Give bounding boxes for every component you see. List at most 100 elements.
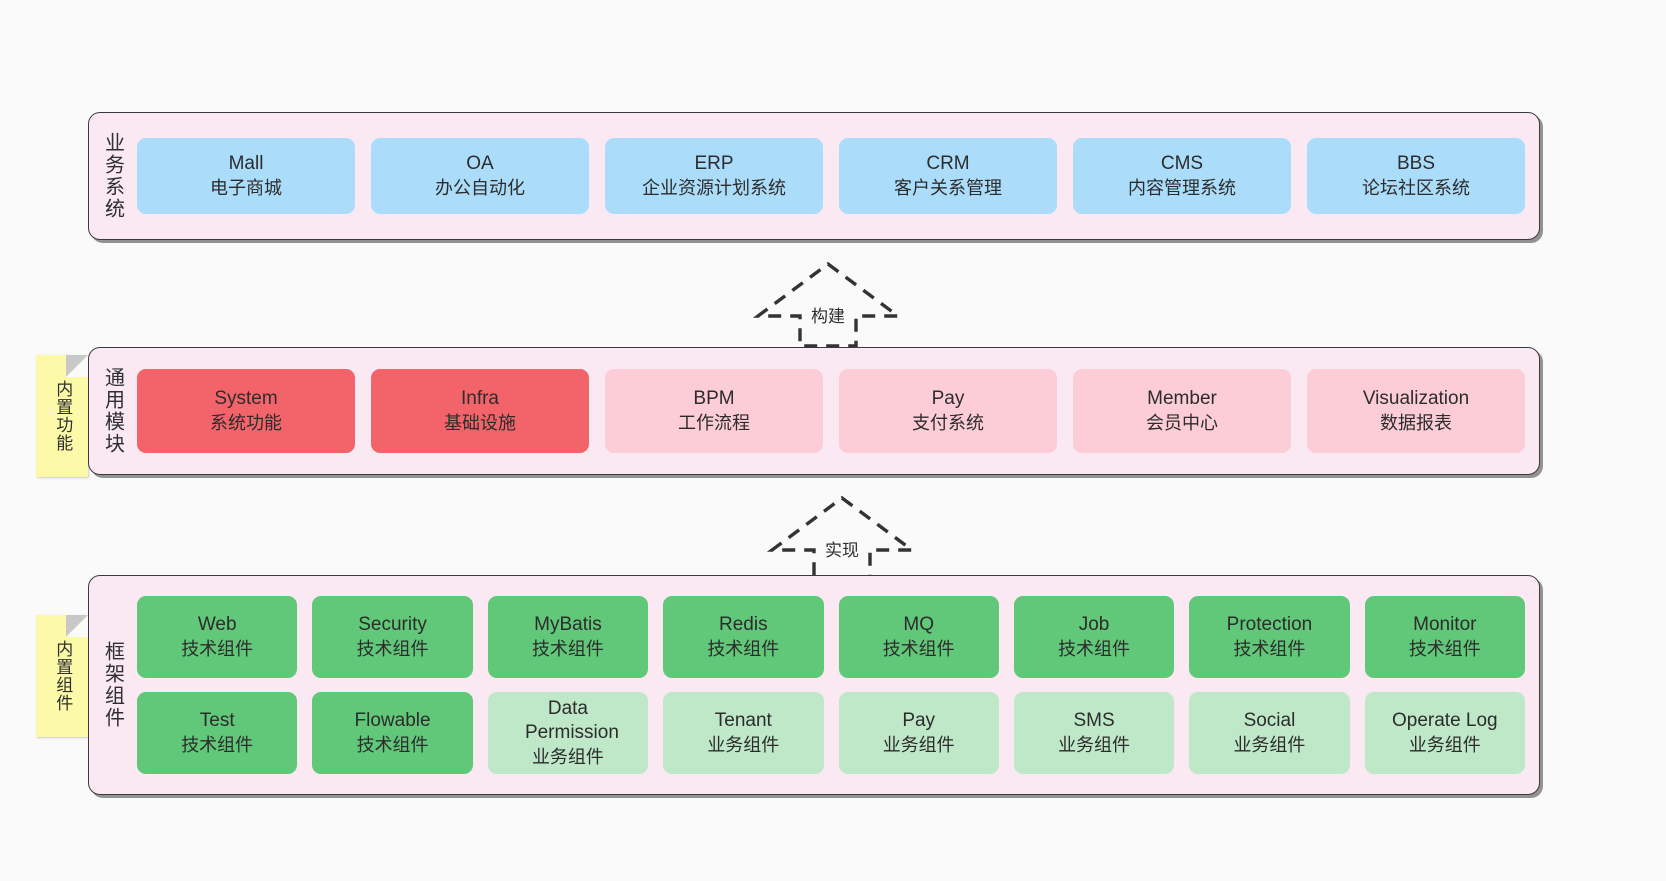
card-cms[interactable]: CMS 内容管理系统 xyxy=(1073,138,1291,214)
card-bbs[interactable]: BBS 论坛社区系统 xyxy=(1307,138,1525,214)
card-title-en: ERP xyxy=(694,153,734,175)
layer-body-framework: Web 技术组件 Security 技术组件 MyBatis 技术组件 Redi… xyxy=(135,576,1539,794)
card-title-en: Test xyxy=(199,710,235,732)
card-operate-log[interactable]: Operate Log 业务组件 xyxy=(1364,692,1525,774)
card-redis[interactable]: Redis 技术组件 xyxy=(663,596,824,678)
card-title-en: System xyxy=(214,388,278,410)
card-title-en: MyBatis xyxy=(534,614,602,636)
card-title-en: Mall xyxy=(228,153,264,175)
card-flowable[interactable]: Flowable 技术组件 xyxy=(312,692,473,774)
card-pay-module[interactable]: Pay 支付系统 xyxy=(839,369,1057,453)
card-title-cn: 技术组件 xyxy=(1408,638,1481,659)
card-erp[interactable]: ERP 企业资源计划系统 xyxy=(605,138,823,214)
card-crm[interactable]: CRM 客户关系管理 xyxy=(839,138,1057,214)
card-title-en: Member xyxy=(1147,388,1217,410)
card-title-en: Pay xyxy=(931,388,965,410)
card-title-cn: 技术组件 xyxy=(181,638,254,659)
framework-row-tech: Web 技术组件 Security 技术组件 MyBatis 技术组件 Redi… xyxy=(137,596,1525,678)
framework-row-biz: Test 技术组件 Flowable 技术组件 Data Permission … xyxy=(137,692,1525,774)
card-protection[interactable]: Protection 技术组件 xyxy=(1189,596,1350,678)
card-oa[interactable]: OA 办公自动化 xyxy=(371,138,589,214)
connector-implement-label: 实现 xyxy=(825,541,859,560)
card-title-en: CRM xyxy=(926,153,970,175)
card-title-cn: 技术组件 xyxy=(707,638,780,659)
card-title-en: Security xyxy=(358,614,427,636)
layer-title-modules: 通用模块 xyxy=(101,367,124,455)
card-system[interactable]: System 系统功能 xyxy=(137,369,355,453)
card-title-cn: 技术组件 xyxy=(882,638,955,659)
card-title-cn: 技术组件 xyxy=(356,734,429,755)
card-title-cn: 办公自动化 xyxy=(435,177,525,198)
layer-body-modules: System 系统功能 Infra 基础设施 BPM 工作流程 Pay 支付系统… xyxy=(135,348,1539,474)
card-title-en: Redis xyxy=(719,614,768,636)
card-title-en: BBS xyxy=(1396,153,1436,175)
layer-modules: 通用模块 System 系统功能 Infra 基础设施 BPM 工作流程 Pay… xyxy=(88,347,1540,475)
card-title-cn: 企业资源计划系统 xyxy=(642,177,786,198)
card-mybatis[interactable]: MyBatis 技术组件 xyxy=(487,596,649,678)
card-title-en: Flowable xyxy=(354,710,431,732)
card-member[interactable]: Member 会员中心 xyxy=(1073,369,1291,453)
card-title-en: Operate Log xyxy=(1391,710,1498,732)
card-job[interactable]: Job 技术组件 xyxy=(1013,596,1175,678)
note-label: 内置组件 xyxy=(53,640,73,712)
card-title-cn: 电子商城 xyxy=(210,177,282,198)
card-title-cn: 业务组件 xyxy=(707,734,780,755)
layer-title-business: 业务系统 xyxy=(101,132,124,220)
card-title-en: SMS xyxy=(1073,710,1115,732)
card-title-cn: 业务组件 xyxy=(1408,734,1481,755)
layer-title-framework: 框架组件 xyxy=(101,641,124,729)
layer-business: 业务系统 Mall 电子商城 OA 办公自动化 ERP 企业资源计划系统 CRM… xyxy=(88,112,1540,240)
card-title-cn: 内容管理系统 xyxy=(1128,177,1236,198)
card-infra[interactable]: Infra 基础设施 xyxy=(371,369,589,453)
card-title-cn: 技术组件 xyxy=(1233,638,1306,659)
card-title-cn: 业务组件 xyxy=(1233,734,1306,755)
layer-framework: 框架组件 Web 技术组件 Security 技术组件 MyBatis 技术组件… xyxy=(88,575,1540,795)
card-test[interactable]: Test 技术组件 xyxy=(137,692,298,774)
card-mq[interactable]: MQ 技术组件 xyxy=(838,596,999,678)
card-title-cn: 系统功能 xyxy=(210,412,282,433)
card-sms[interactable]: SMS 业务组件 xyxy=(1013,692,1175,774)
card-mall[interactable]: Mall 电子商城 xyxy=(137,138,355,214)
card-title-en: MQ xyxy=(903,614,934,636)
card-title-cn: 业务组件 xyxy=(882,734,955,755)
card-title-cn: 技术组件 xyxy=(531,638,604,659)
card-title-en: Protection xyxy=(1226,614,1313,636)
card-title-en: CMS xyxy=(1160,153,1204,175)
card-tenant[interactable]: Tenant 业务组件 xyxy=(663,692,824,774)
note-builtin-components: 内置组件 xyxy=(36,615,88,737)
card-title-en: Web xyxy=(197,614,237,636)
card-title-en: Pay xyxy=(902,710,936,732)
card-title-cn: 技术组件 xyxy=(181,734,254,755)
card-title-cn: 技术组件 xyxy=(356,638,429,659)
card-title-en: BPM xyxy=(693,388,735,410)
card-title-cn: 会员中心 xyxy=(1146,412,1218,433)
card-title-cn: 基础设施 xyxy=(444,412,516,433)
layer-body-business: Mall 电子商城 OA 办公自动化 ERP 企业资源计划系统 CRM 客户关系… xyxy=(135,113,1539,239)
card-title-cn: 技术组件 xyxy=(1058,638,1131,659)
card-title-en: Social xyxy=(1243,710,1296,732)
card-security[interactable]: Security 技术组件 xyxy=(312,596,473,678)
card-title-cn: 工作流程 xyxy=(678,412,750,433)
card-title-cn: 数据报表 xyxy=(1380,412,1452,433)
card-pay-component[interactable]: Pay 业务组件 xyxy=(838,692,999,774)
card-title-en: Tenant xyxy=(714,710,772,732)
card-title-en: Infra xyxy=(460,388,500,410)
card-monitor[interactable]: Monitor 技术组件 xyxy=(1364,596,1525,678)
card-title-en: Data Permission xyxy=(524,698,619,744)
card-title-en: Visualization xyxy=(1362,388,1470,410)
card-title-cn: 论坛社区系统 xyxy=(1362,177,1470,198)
card-social[interactable]: Social 业务组件 xyxy=(1189,692,1350,774)
card-title-cn: 支付系统 xyxy=(912,412,984,433)
connector-implement: 实现 xyxy=(762,490,922,585)
card-title-en: Monitor xyxy=(1413,614,1477,636)
connector-build: 构建 xyxy=(748,256,908,351)
card-data-permission[interactable]: Data Permission 业务组件 xyxy=(487,692,649,774)
note-builtin-features: 内置功能 xyxy=(36,355,88,477)
note-label: 内置功能 xyxy=(53,380,73,452)
connector-build-label: 构建 xyxy=(811,307,845,326)
card-web[interactable]: Web 技术组件 xyxy=(137,596,298,678)
card-visualization[interactable]: Visualization 数据报表 xyxy=(1307,369,1525,453)
card-title-cn: 客户关系管理 xyxy=(894,177,1002,198)
card-bpm[interactable]: BPM 工作流程 xyxy=(605,369,823,453)
